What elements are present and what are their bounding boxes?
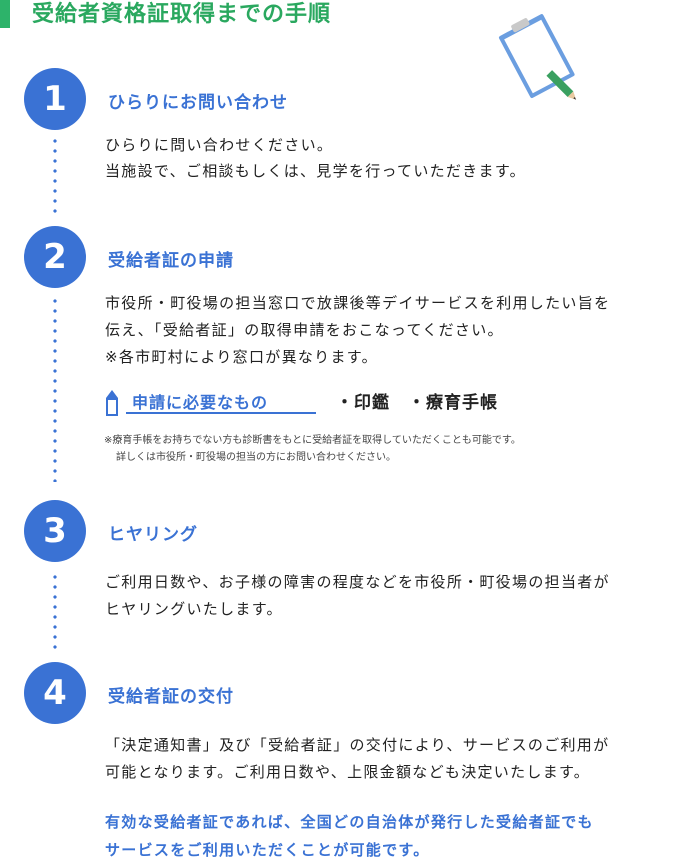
pencil-icon [106,390,118,416]
step-2-text: 市役所・町役場の担当窓口で放課後等デイサービスを利用したい旨を 伝え、「受給者証… [105,294,611,366]
page-title: 受給者資格証取得までの手順 [32,2,332,27]
required-items-underline [126,412,316,414]
required-items-list: ・印鑑 ・療育手帳 [336,393,498,413]
title-accent-bar [0,0,10,28]
step-1-text: ひらりに問い合わせください。 当施設で、ご相談もしくは、見学を行っていただきます… [105,136,526,180]
step-4-text: 「決定通知書」及び「受給者証」の交付により、サービスのご利用が 可能となります。… [105,736,610,781]
step-2-note: ※療育手帳をお持ちでない方も診断書をもとに受給者証を取得していただくことも可能で… [104,435,521,463]
required-items-block: 申請に必要なもの ・印鑑 ・療育手帳 [104,386,524,416]
step-4-title: 受給者証の交付 [108,687,234,707]
step-4-badge: 4 [24,662,86,724]
step-2-title: 受給者証の申請 [108,251,234,271]
clipboard-icon [498,14,577,100]
required-items-label: 申請に必要なもの [132,393,269,412]
step-connector [53,296,57,482]
step-3-text: ご利用日数や、お子様の障害の程度などを市役所・町役場の担当者が ヒヤリングいたし… [105,573,610,618]
step-connector [53,572,57,650]
step-2-badge: 2 [24,226,86,288]
step-1-badge: 1 [24,68,86,130]
step-3-title: ヒヤリング [108,525,198,545]
step-3-badge: 3 [24,500,86,562]
step-1-title: ひらりにお問い合わせ [108,93,288,113]
step-connector [53,136,57,214]
step-4-highlight: 有効な受給者証であれば、全国どの自治体が発行した受給者証でも サービスをご利用い… [105,813,594,859]
